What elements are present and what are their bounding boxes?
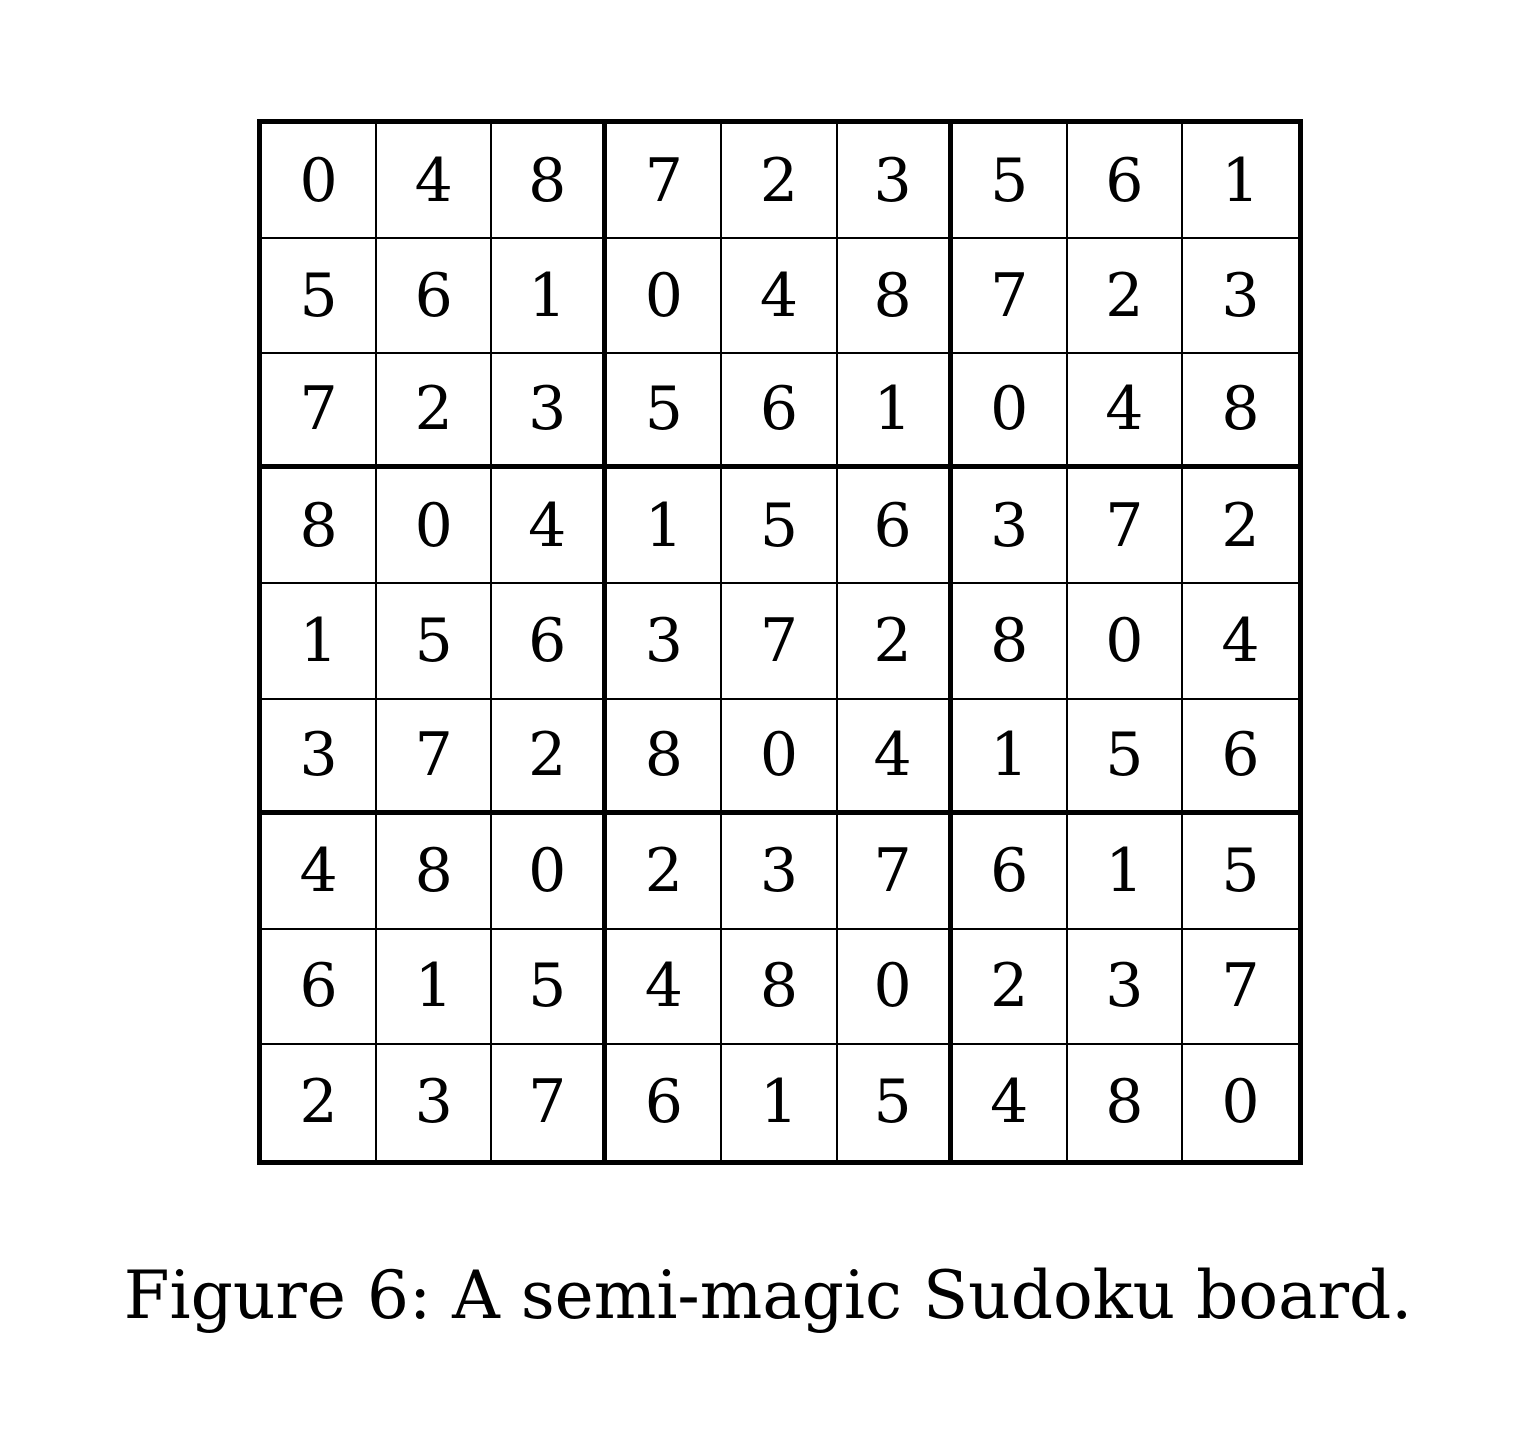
sudoku-cell: 7 <box>1182 930 1298 1045</box>
sudoku-cell: 2 <box>952 929 1068 1045</box>
sudoku-cell: 7 <box>1067 469 1183 585</box>
sudoku-cell: 7 <box>377 699 493 815</box>
sudoku-cell: 0 <box>262 124 378 240</box>
sudoku-cell: 0 <box>837 929 953 1045</box>
sudoku-cell: 0 <box>722 699 838 815</box>
sudoku-cell: 3 <box>1182 239 1298 355</box>
sudoku-cell: 4 <box>722 239 838 355</box>
sudoku-cell: 2 <box>722 124 838 240</box>
sudoku-cell: 8 <box>377 814 493 930</box>
sudoku-cell: 6 <box>722 354 838 470</box>
sudoku-cell: 3 <box>837 124 953 240</box>
sudoku-cell: 3 <box>607 584 723 700</box>
sudoku-cell: 1 <box>952 699 1068 815</box>
sudoku-cell: 5 <box>377 584 493 700</box>
sudoku-cell: 5 <box>1182 815 1298 930</box>
sudoku-cell: 5 <box>722 469 838 585</box>
sudoku-cell: 1 <box>837 354 953 470</box>
sudoku-cell: 7 <box>837 814 953 930</box>
sudoku-cell: 2 <box>492 699 608 815</box>
sudoku-cell: 8 <box>1182 354 1298 470</box>
sudoku-cell: 1 <box>492 239 608 355</box>
sudoku-cell: 6 <box>1182 700 1298 815</box>
sudoku-cell: 3 <box>722 814 838 930</box>
sudoku-cell: 8 <box>722 929 838 1045</box>
sudoku-cell: 1 <box>1067 814 1183 930</box>
sudoku-cell: 7 <box>492 1044 608 1160</box>
sudoku-cell: 8 <box>837 239 953 355</box>
sudoku-cell: 3 <box>1067 929 1183 1045</box>
sudoku-cell: 5 <box>838 1044 953 1160</box>
sudoku-cell: 4 <box>953 1044 1068 1160</box>
sudoku-cell: 1 <box>722 1044 838 1160</box>
sudoku-cell: 6 <box>837 469 953 585</box>
sudoku-cell: 4 <box>837 699 953 815</box>
sudoku-cell: 5 <box>952 124 1068 240</box>
sudoku-cell: 4 <box>492 469 608 585</box>
sudoku-cell: 0 <box>492 814 608 930</box>
sudoku-cell: 6 <box>262 929 378 1045</box>
sudoku-cell: 4 <box>1067 354 1183 470</box>
sudoku-cell: 8 <box>262 469 378 585</box>
sudoku-cell: 5 <box>607 354 723 470</box>
sudoku-cell: 7 <box>722 584 838 700</box>
sudoku-cell: 1 <box>607 469 723 585</box>
sudoku-cell: 8 <box>952 584 1068 700</box>
sudoku-cell: 5 <box>1067 699 1183 815</box>
sudoku-cell: 0 <box>1221 1067 1260 1138</box>
sudoku-cell: 2 <box>607 814 723 930</box>
sudoku-cell: 4 <box>1182 584 1298 700</box>
sudoku-cell: 1 <box>1182 124 1298 240</box>
sudoku-cell: 2 <box>262 1044 378 1160</box>
sudoku-cell: 1 <box>377 929 493 1045</box>
sudoku-cell: 3 <box>492 354 608 470</box>
sudoku-cell: 1 <box>262 584 378 700</box>
sudoku-cell: 3 <box>262 699 378 815</box>
sudoku-cell: 3 <box>952 469 1068 585</box>
sudoku-cell: 8 <box>1068 1044 1183 1160</box>
sudoku-cell: 0 <box>607 239 723 355</box>
sudoku-cell: 6 <box>607 1044 723 1160</box>
sudoku-cell: 0 <box>952 354 1068 470</box>
sudoku-cell: 4 <box>607 929 723 1045</box>
sudoku-cell: 2 <box>1182 469 1298 585</box>
sudoku-cell: 2 <box>377 354 493 470</box>
sudoku-cell: 6 <box>492 584 608 700</box>
sudoku-cell: 4 <box>377 124 493 240</box>
sudoku-cell: 6 <box>952 814 1068 930</box>
sudoku-cell: 5 <box>492 929 608 1045</box>
sudoku-cell: 6 <box>1067 124 1183 240</box>
sudoku-cell: 3 <box>377 1044 493 1160</box>
sudoku-cell: 7 <box>607 124 723 240</box>
sudoku-cell: 2 <box>1067 239 1183 355</box>
sudoku-cell: 7 <box>952 239 1068 355</box>
sudoku-cell: 6 <box>377 239 493 355</box>
sudoku-cell: 2 <box>837 584 953 700</box>
sudoku-cell: 8 <box>607 699 723 815</box>
sudoku-cell: 0 <box>1067 584 1183 700</box>
sudoku-cell: 5 <box>262 239 378 355</box>
sudoku-cell: 0 <box>377 469 493 585</box>
figure-caption: Figure 6: A semi-magic Sudoku board. <box>123 1257 1413 1334</box>
sudoku-cell: 7 <box>262 354 378 470</box>
sudoku-cell: 8 <box>492 124 608 240</box>
sudoku-cell: 4 <box>262 814 378 930</box>
